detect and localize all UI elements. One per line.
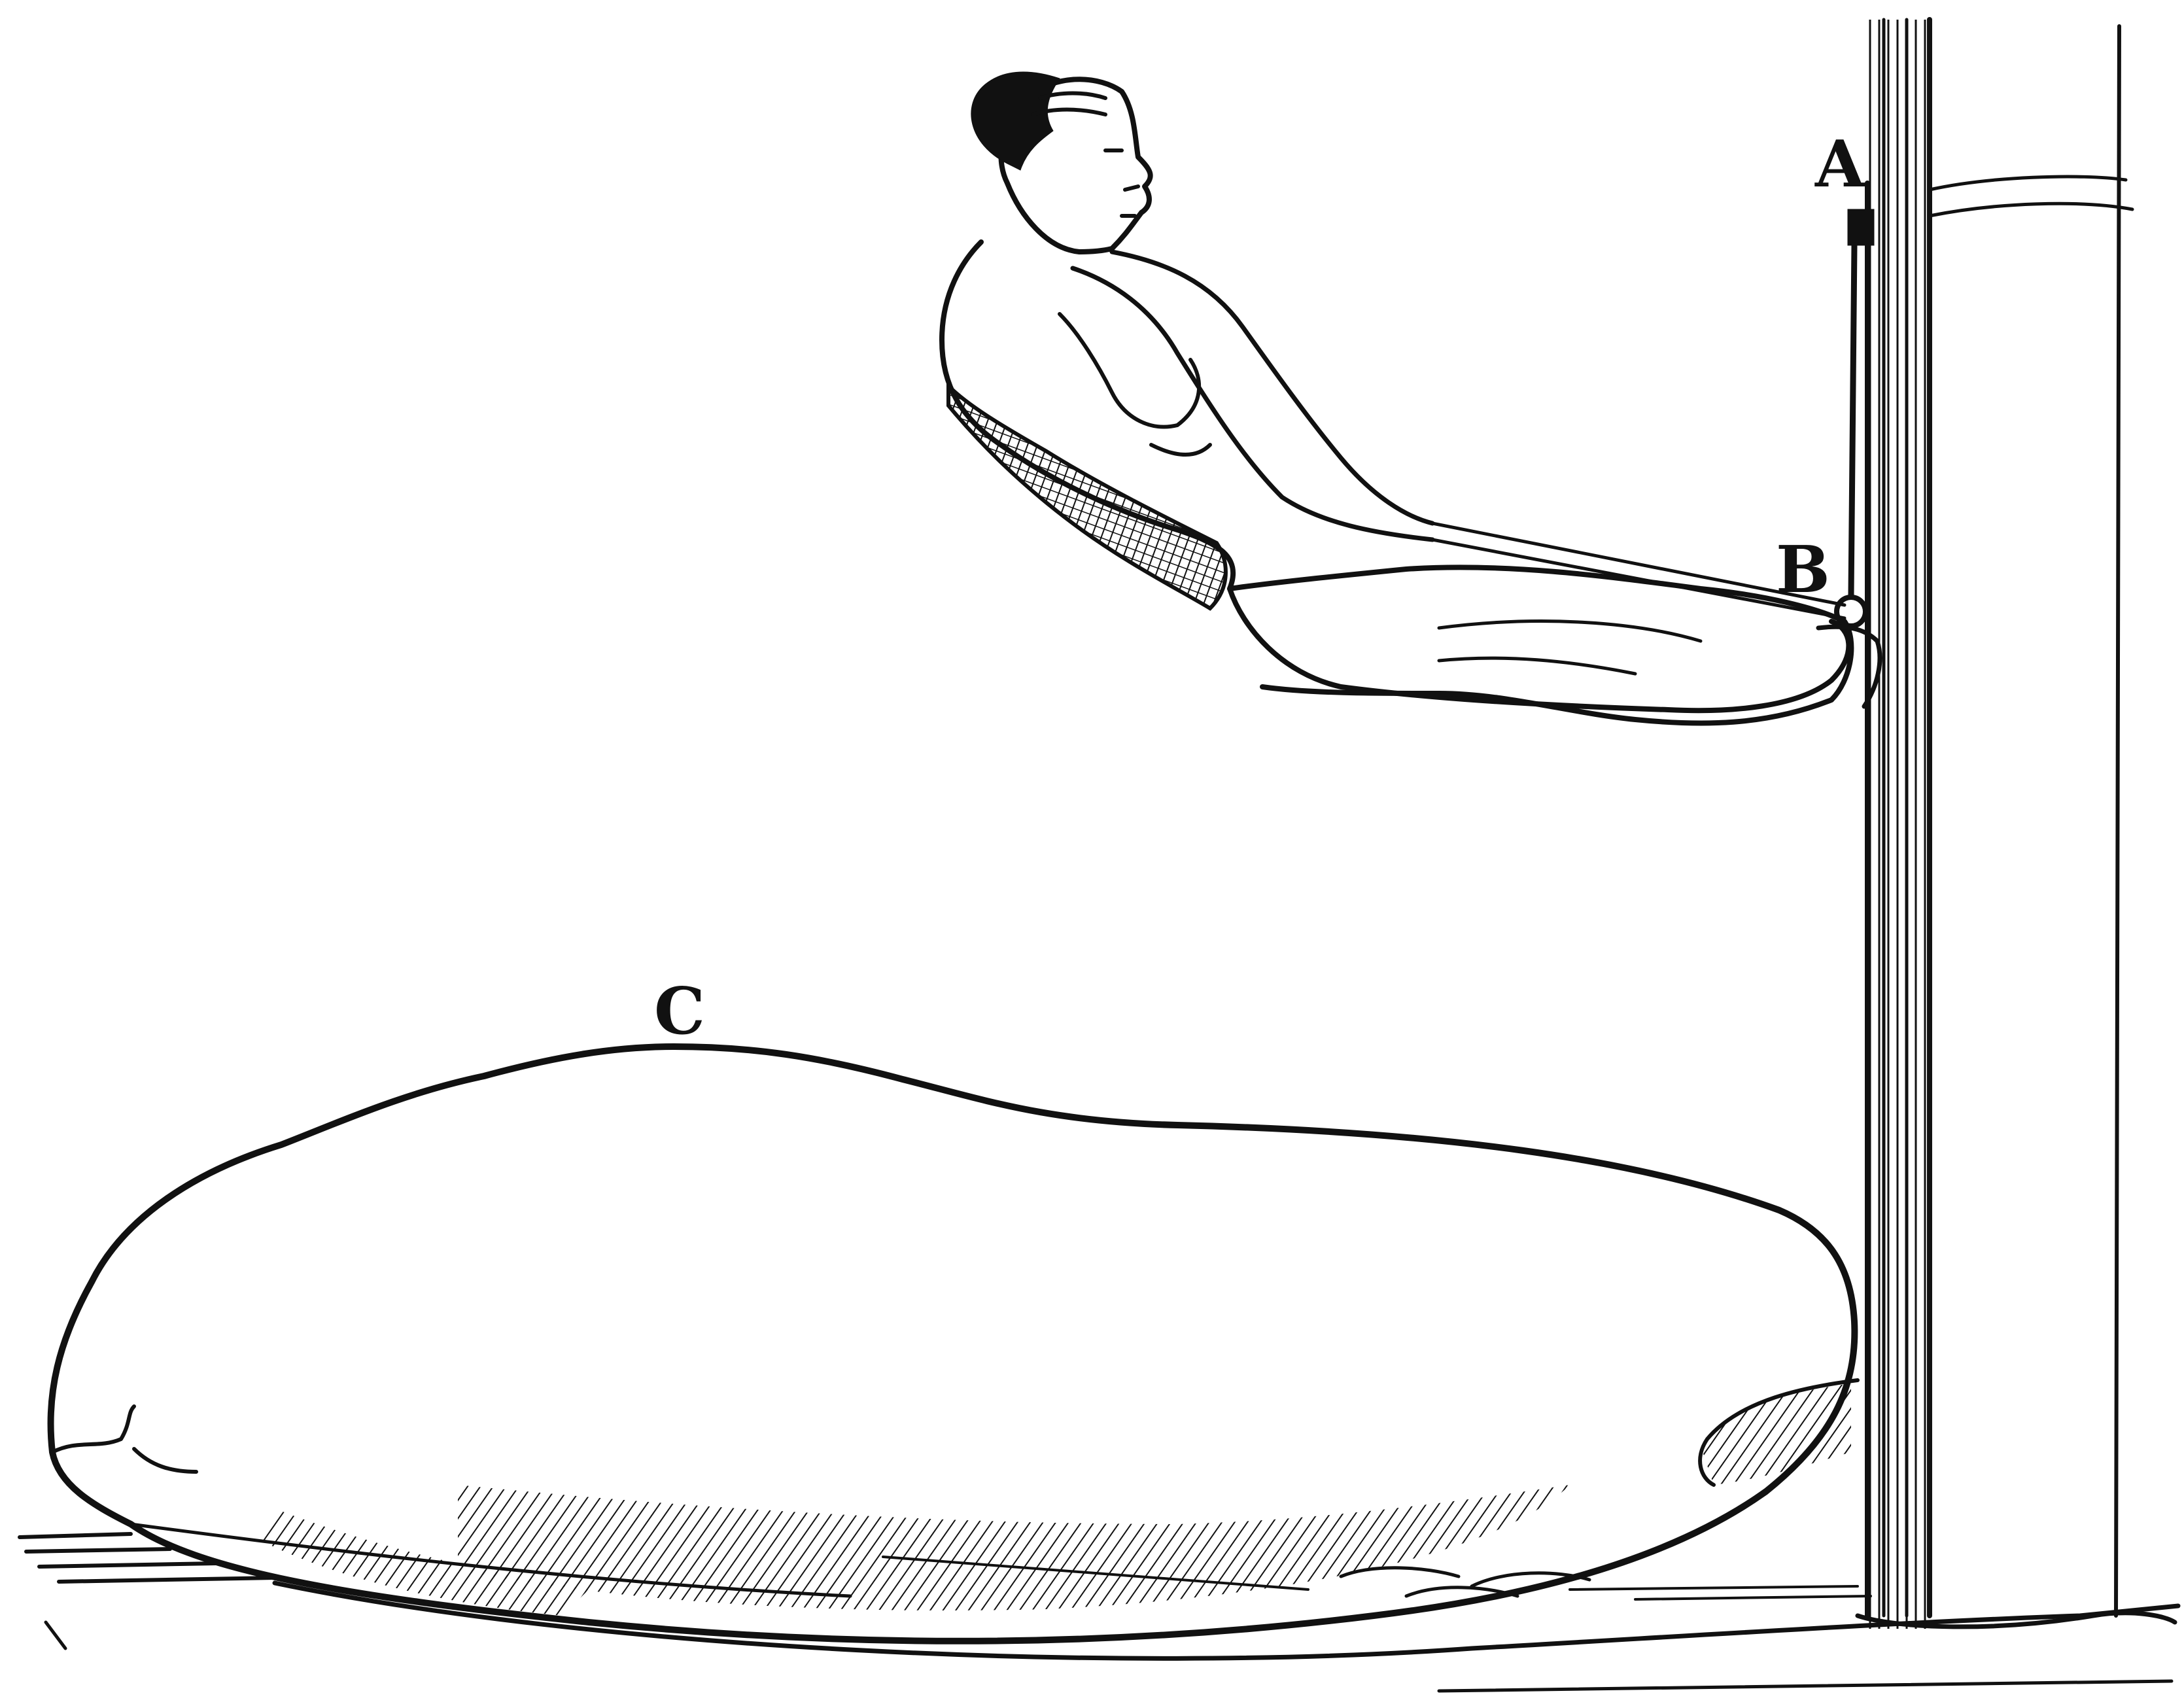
pole-shaft	[1867, 20, 1930, 1629]
hair	[971, 72, 1060, 170]
legs	[1230, 567, 1851, 723]
cushion-bag	[51, 1047, 1858, 1641]
figure	[942, 72, 1880, 723]
bag-shading	[458, 1485, 1570, 1610]
column-edge	[2116, 26, 2119, 1616]
label-a: A	[1814, 127, 1866, 202]
label-b: B	[1776, 532, 1830, 608]
pole	[1858, 20, 2175, 1629]
label-c: C	[654, 974, 705, 1049]
